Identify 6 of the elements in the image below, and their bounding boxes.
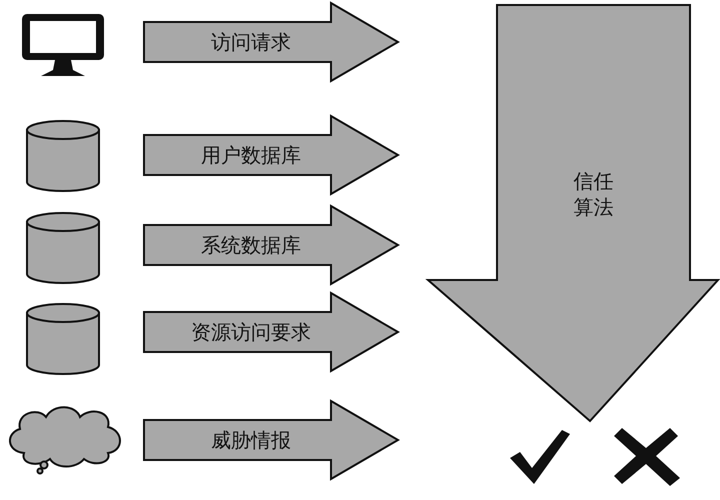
arrow-label: 资源访问要求 xyxy=(191,318,311,346)
arrow-label: 访问请求 xyxy=(211,28,291,56)
arrow-label: 用户数据库 xyxy=(201,142,301,168)
arrow-label: 威胁情报 xyxy=(211,426,291,454)
arrow-label: 信任算法 xyxy=(572,168,614,220)
arrow-label: 系统数据库 xyxy=(201,232,301,258)
